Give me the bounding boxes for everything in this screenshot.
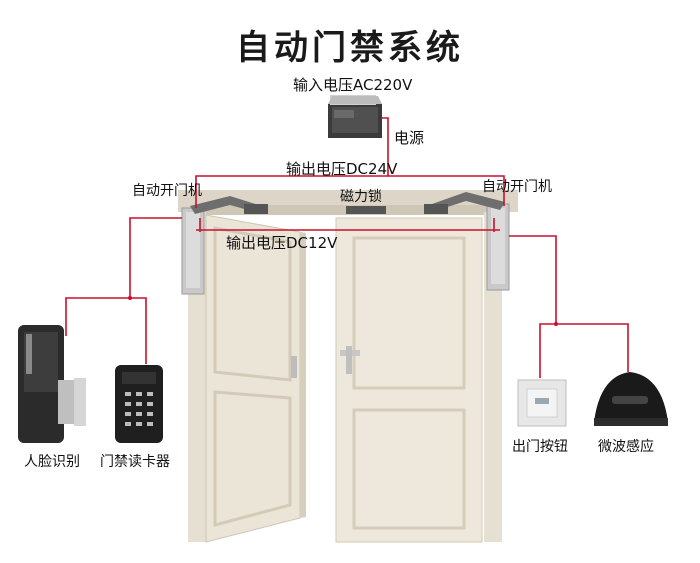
right-door [335, 217, 483, 543]
card-reader-label: 门禁读卡器 [100, 454, 170, 470]
diagram-title: 自动门禁系统 [236, 28, 464, 68]
output-dc12-label: 输出电压DC12V [226, 234, 338, 252]
face-recognition-device [18, 325, 86, 443]
left-door-handle [291, 356, 297, 378]
opener-left-label: 自动开门机 [132, 183, 202, 199]
magnetic-lock-label: 磁力锁 [340, 189, 382, 205]
left-door [205, 214, 306, 543]
opener-right-unit [424, 192, 510, 291]
input-voltage-label: 输入电压AC220V [293, 76, 413, 94]
microwave-sensor-label: 微波感应 [598, 439, 654, 455]
magnetic-lock-unit [346, 206, 386, 214]
opener-right-label: 自动开门机 [482, 179, 552, 195]
face-recognition-label: 人脸识别 [24, 454, 80, 470]
microwave-sensor-device [594, 372, 668, 426]
output-dc24-label: 输出电压DC24V [286, 160, 398, 178]
power-supply-label: 电源 [394, 129, 425, 147]
card-reader-device [115, 365, 163, 443]
wire-connection-dots [128, 296, 558, 326]
exit-button-device [517, 379, 567, 427]
opener-left-unit [181, 196, 268, 295]
power-supply-box [328, 95, 382, 138]
exit-button-label: 出门按钮 [512, 439, 568, 455]
